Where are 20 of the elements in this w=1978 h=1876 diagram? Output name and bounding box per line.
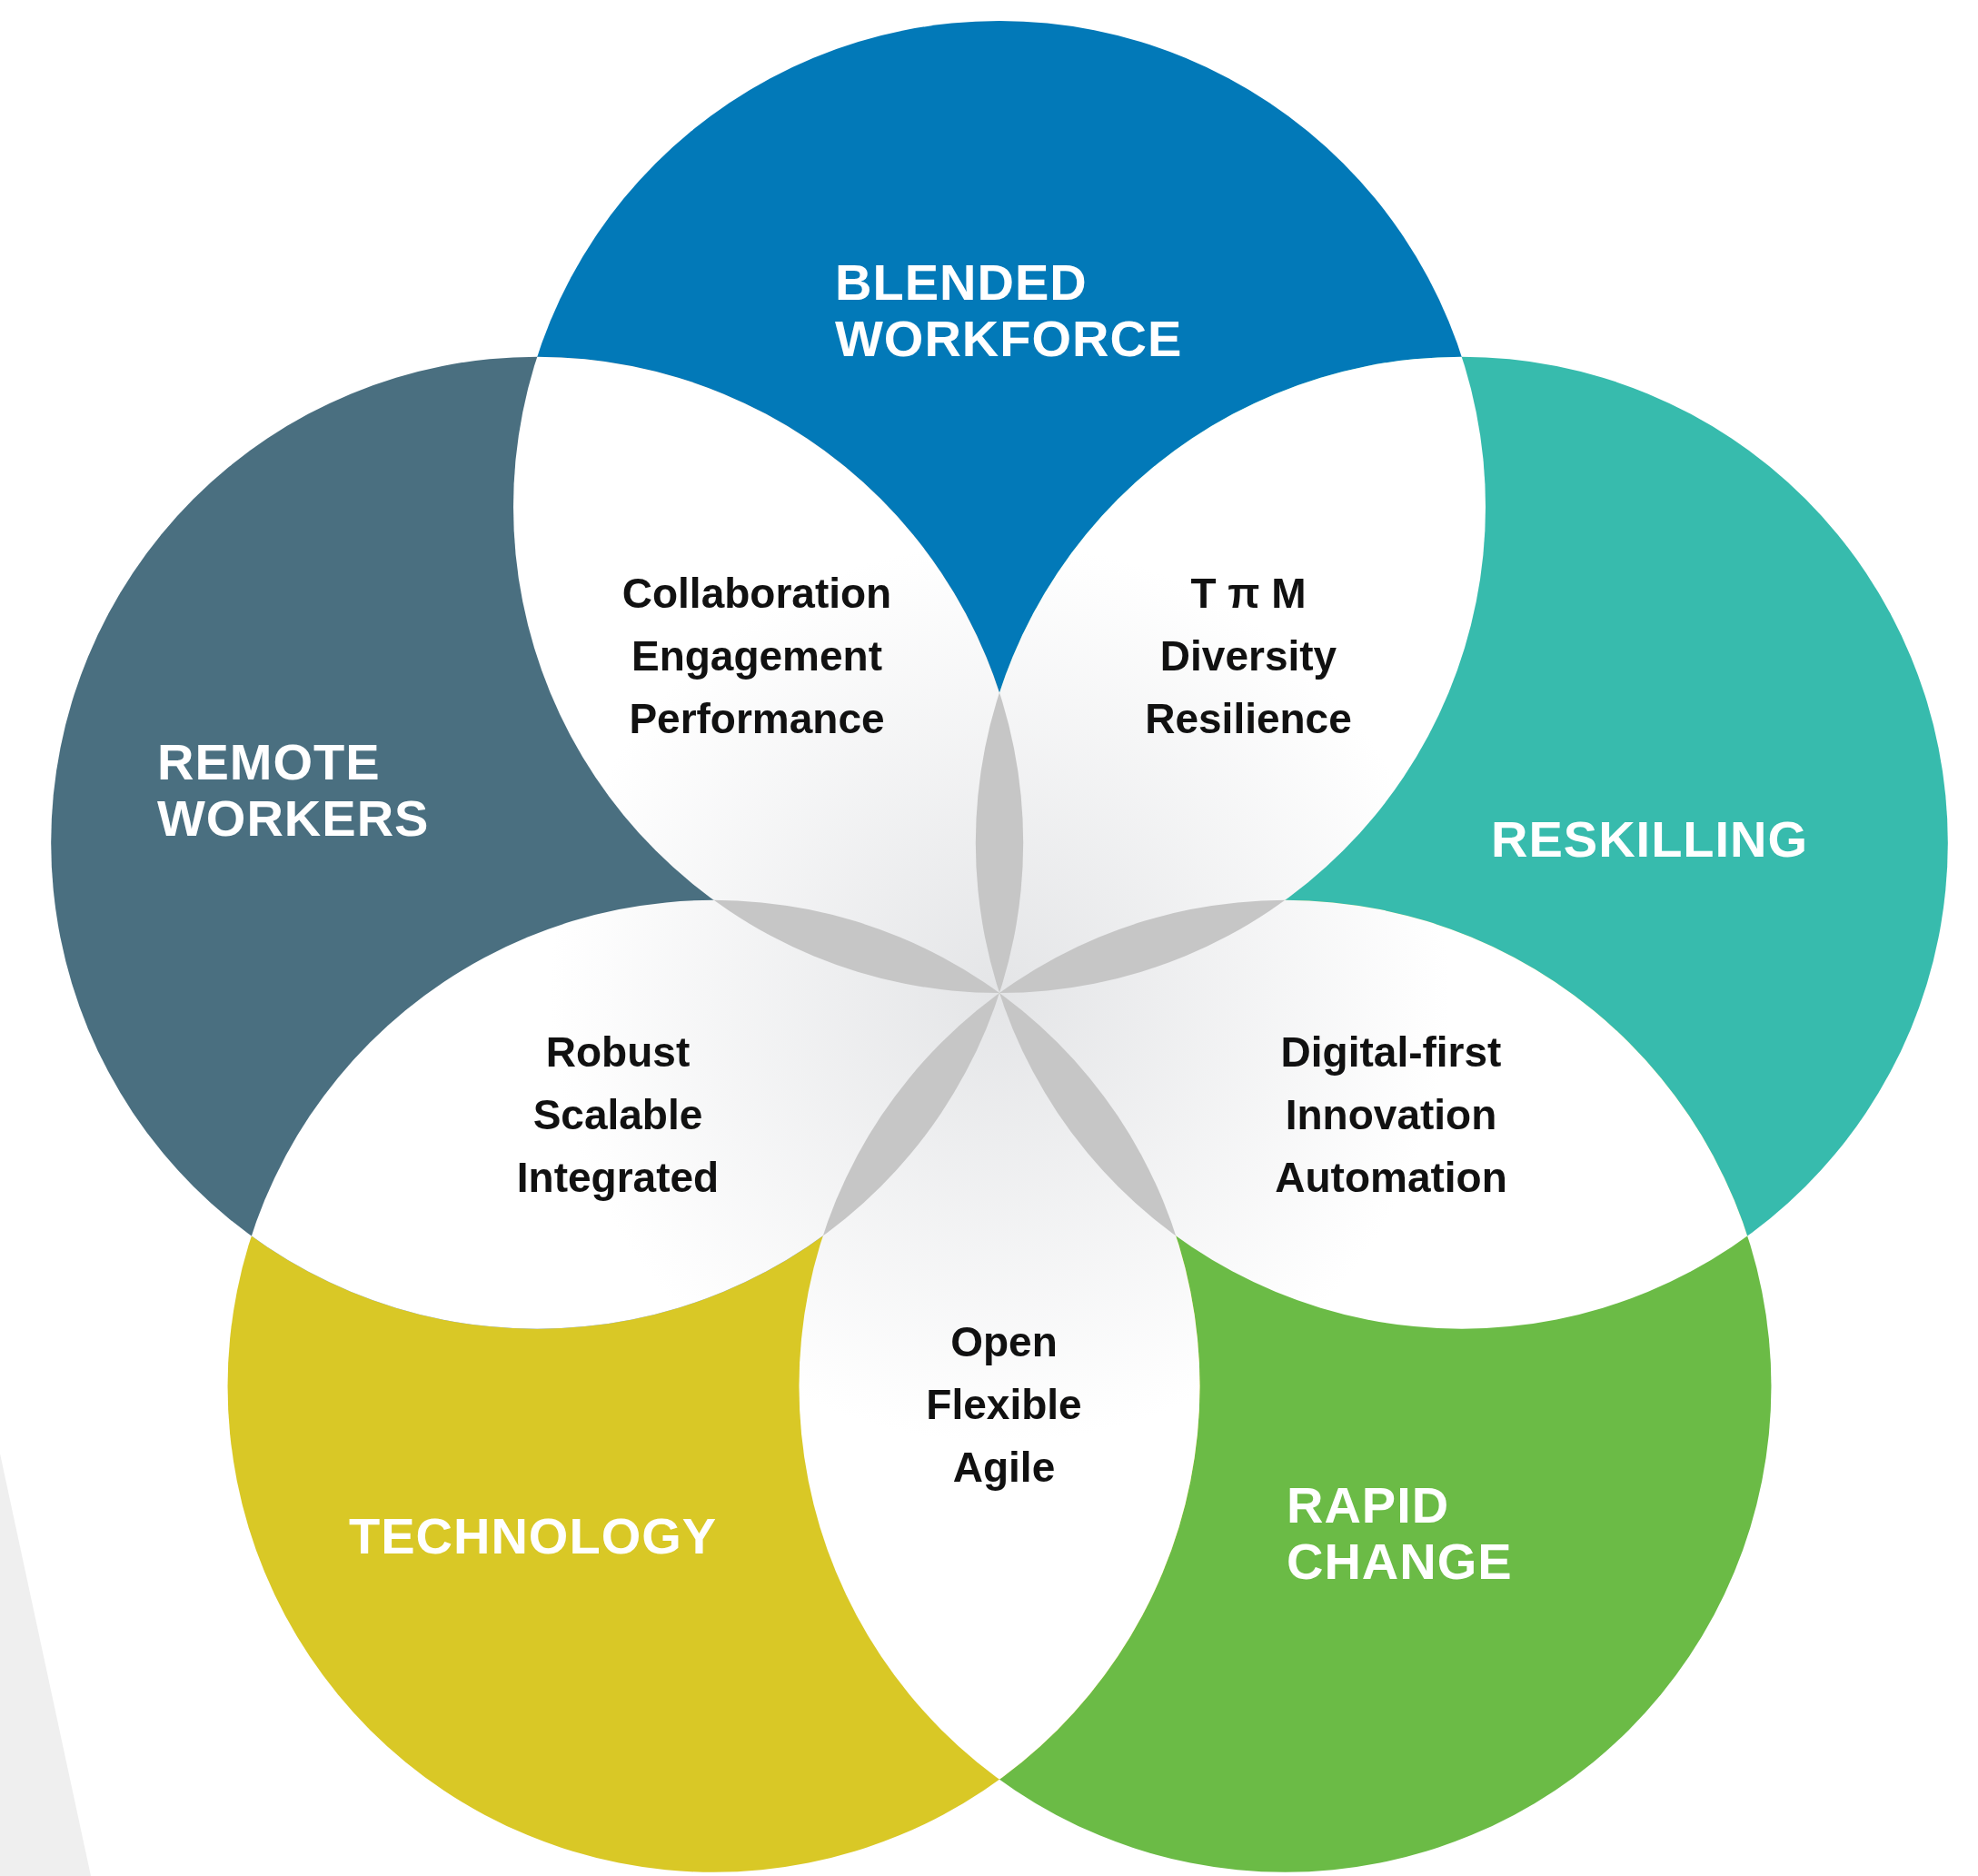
category-label: REMOTE WORKERS bbox=[157, 734, 431, 847]
keyword-label: Diversity bbox=[1158, 630, 1338, 681]
category-label: TECHNOLOGY bbox=[349, 1508, 719, 1564]
keyword-label: Engagement bbox=[631, 630, 883, 681]
category-label: RESKILLING bbox=[1491, 811, 1810, 868]
keyword-label: Collaboration bbox=[621, 568, 892, 619]
keyword-label: Digital-first bbox=[1279, 1027, 1503, 1077]
keyword-label: Agile bbox=[951, 1442, 1057, 1493]
keyword-label: Integrated bbox=[516, 1152, 720, 1203]
keyword-label: Resilience bbox=[1145, 693, 1352, 744]
keyword-label: Flexible bbox=[926, 1379, 1082, 1430]
keyword-label: Scalable bbox=[532, 1089, 704, 1140]
keyword-label: T π M bbox=[1189, 568, 1307, 619]
keyword-label: Automation bbox=[1275, 1152, 1507, 1203]
keyword-label: Innovation bbox=[1284, 1089, 1498, 1140]
category-label: RAPID CHANGE bbox=[1287, 1477, 1514, 1590]
keyword-label: Performance bbox=[628, 693, 886, 744]
keyword-label: Open bbox=[949, 1316, 1059, 1367]
category-label: BLENDED WORKFORCE bbox=[835, 254, 1184, 367]
keyword-label: Robust bbox=[544, 1027, 691, 1077]
